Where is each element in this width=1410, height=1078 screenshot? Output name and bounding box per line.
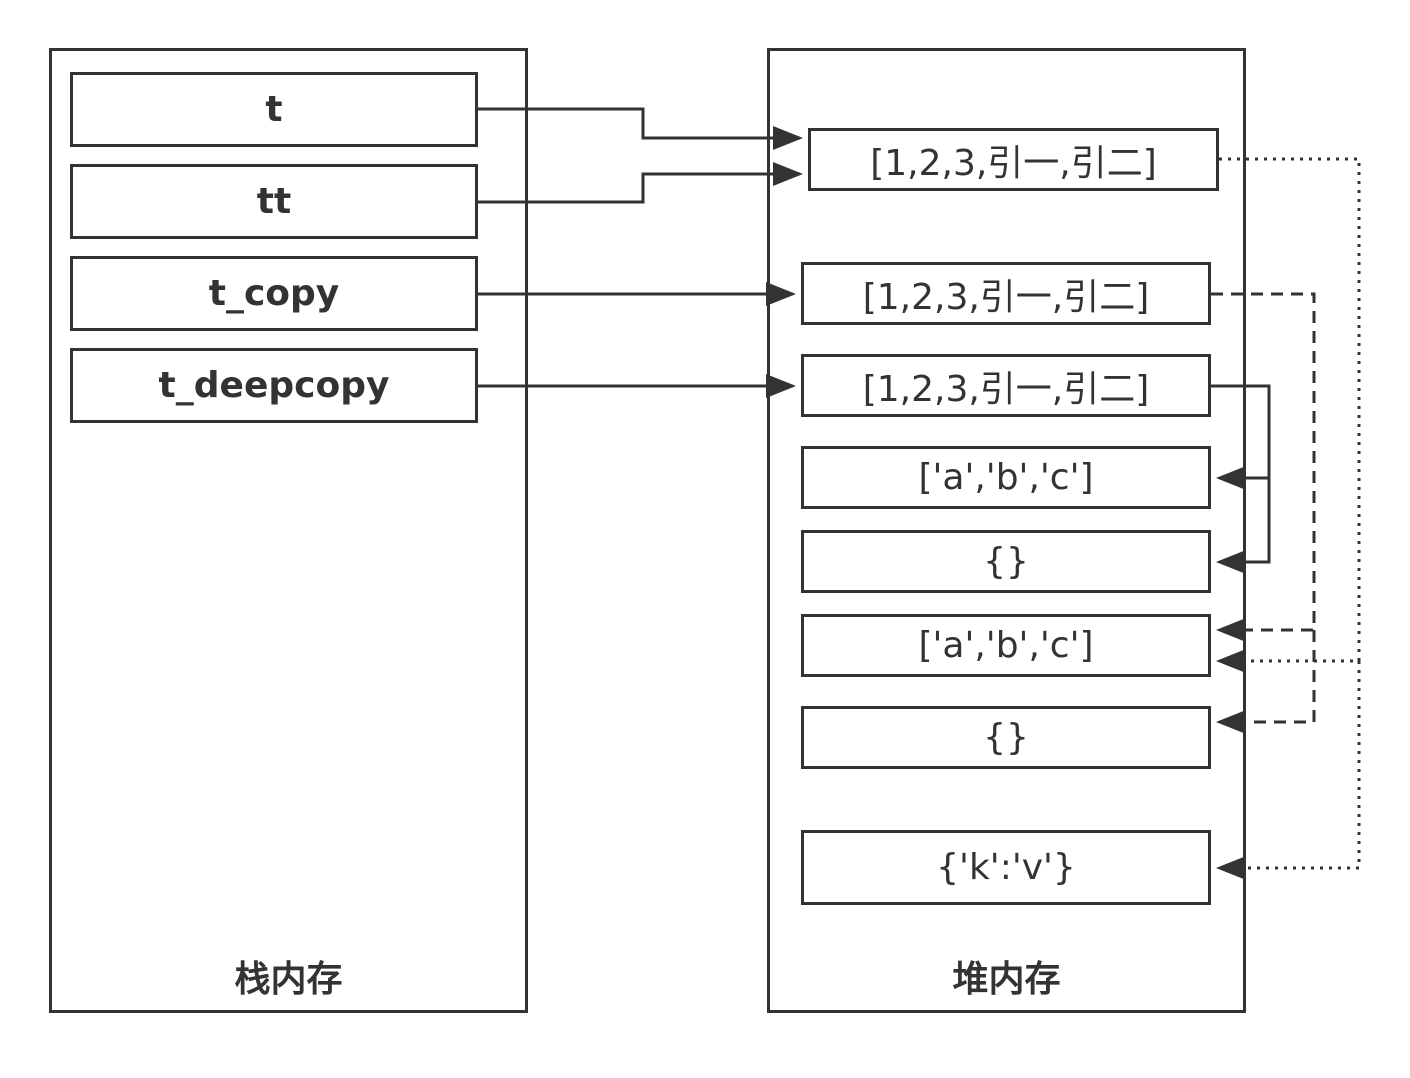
var-box-tt: tt — [70, 164, 478, 239]
stack-memory-label: 栈内存 — [234, 959, 343, 1000]
heap-obj-list-deep: [1,2,3,引一,引二] — [801, 354, 1211, 417]
heap-memory-label: 堆内存 — [952, 959, 1061, 1000]
heap-obj-abc-deep: ['a','b','c'] — [801, 446, 1211, 509]
heap-obj-label: [1,2,3,引一,引二] — [862, 368, 1150, 410]
heap-obj-label: ['a','b','c'] — [918, 625, 1094, 666]
heap-obj-dict-orig: {} — [801, 706, 1211, 769]
heap-obj-label: [1,2,3,引一,引二] — [862, 276, 1150, 318]
heap-obj-dict-deep: {} — [801, 530, 1211, 593]
var-box-t-deepcopy: t_deepcopy — [70, 348, 478, 423]
heap-obj-label: [1,2,3,引一,引二] — [870, 142, 1157, 184]
heap-obj-kv-orig: {'k':'v'} — [801, 830, 1211, 905]
var-label-tt: tt — [256, 181, 292, 222]
var-label-t-deepcopy: t_deepcopy — [158, 365, 390, 406]
var-label-t: t — [265, 89, 283, 130]
heap-obj-list-shallow: [1,2,3,引一,引二] — [801, 262, 1211, 325]
heap-obj-list-shared: [1,2,3,引一,引二] — [808, 128, 1219, 191]
heap-obj-label: {} — [983, 717, 1029, 758]
heap-obj-label: {'k':'v'} — [936, 847, 1076, 888]
heap-obj-abc-orig: ['a','b','c'] — [801, 614, 1211, 677]
var-label-t-copy: t_copy — [208, 273, 340, 314]
var-box-t: t — [70, 72, 478, 147]
heap-obj-label: {} — [983, 541, 1029, 582]
var-box-t-copy: t_copy — [70, 256, 478, 331]
heap-obj-label: ['a','b','c'] — [918, 457, 1094, 498]
